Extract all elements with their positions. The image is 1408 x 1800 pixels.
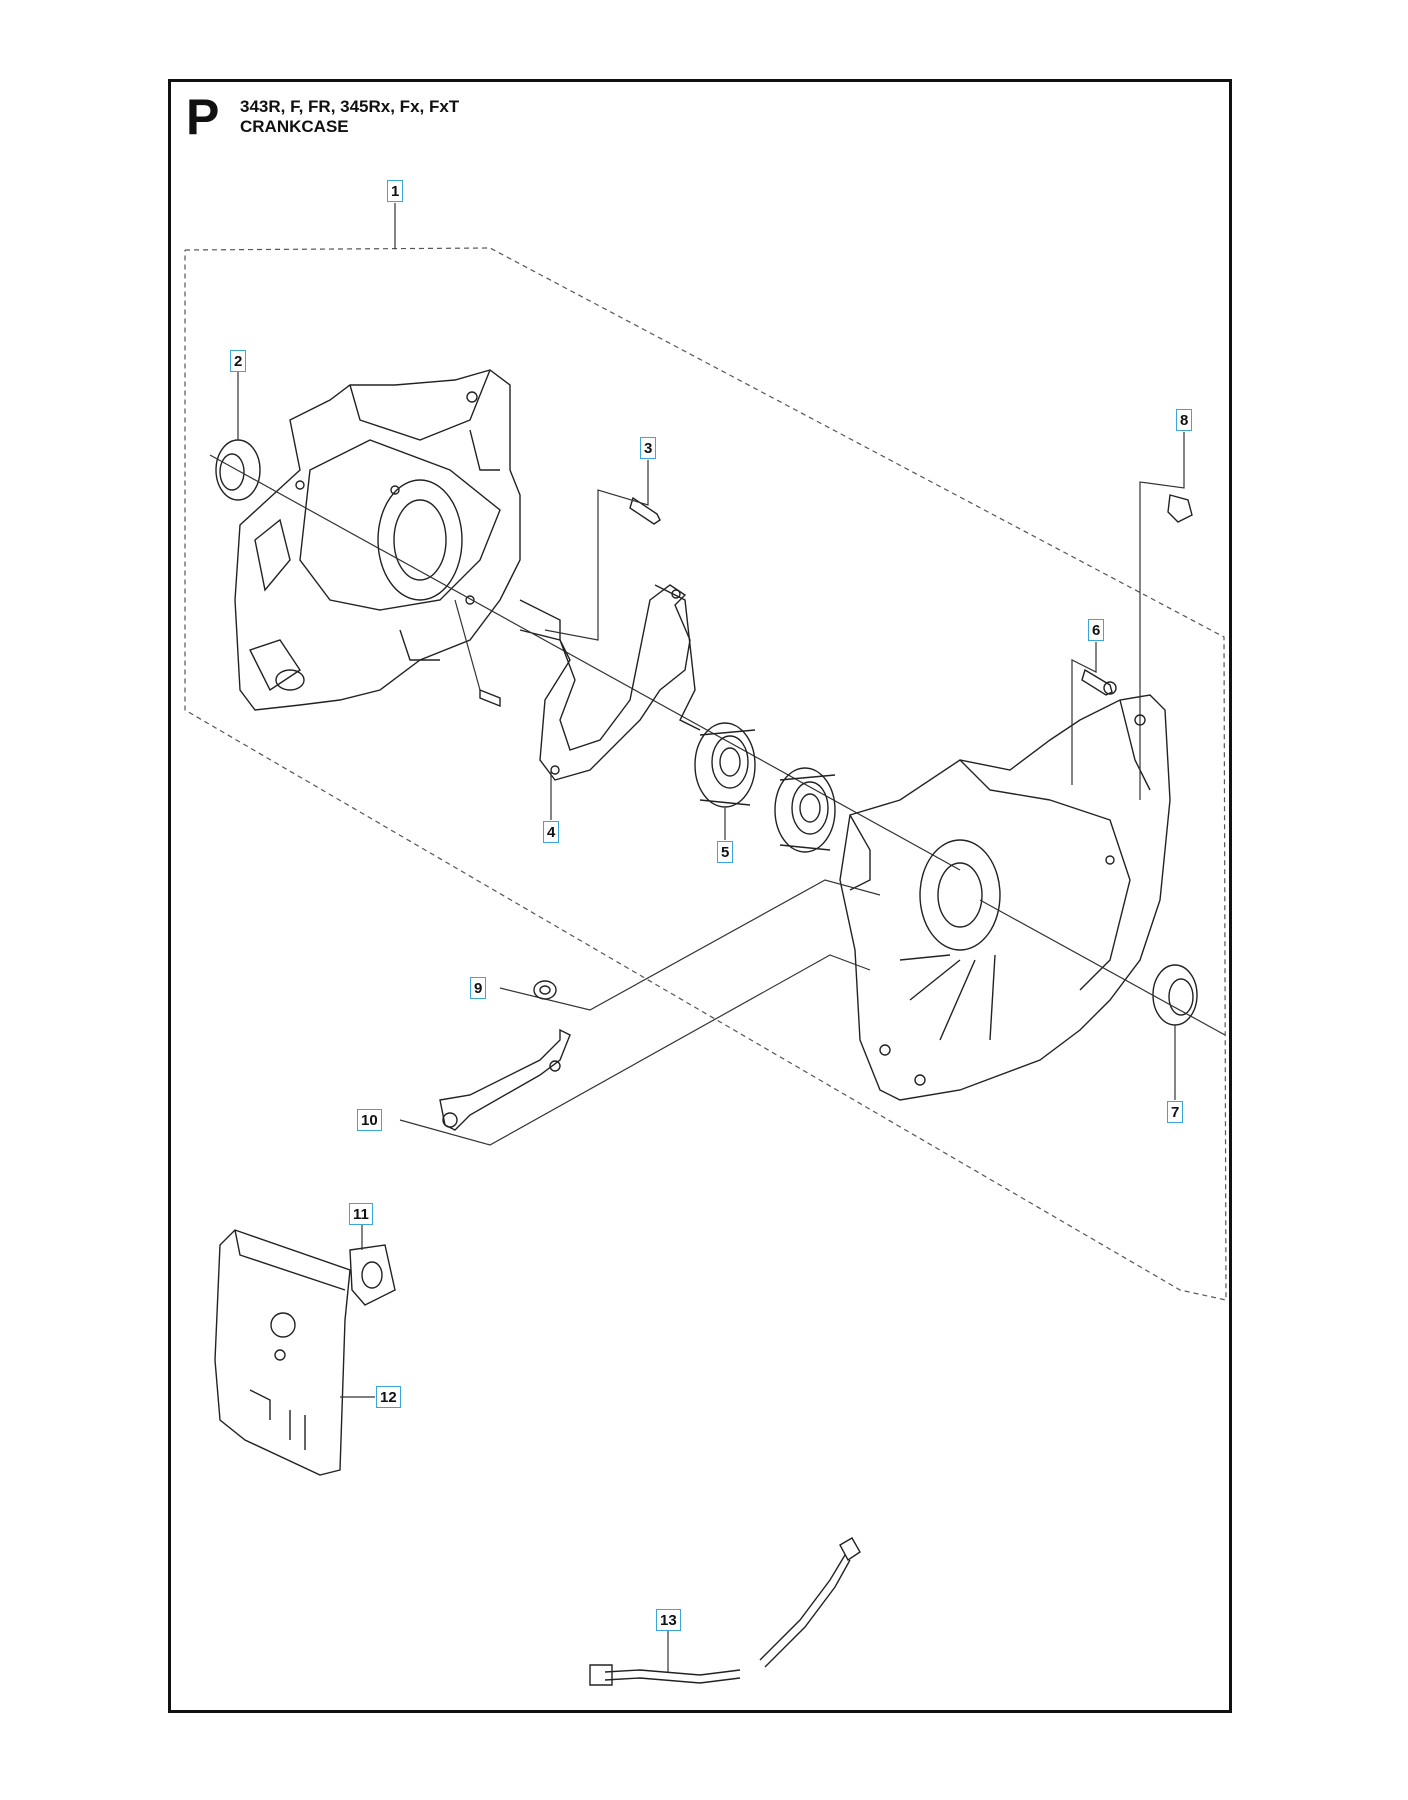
header: 343R, F, FR, 345Rx, Fx, FxT CRANKCASE [240,97,459,137]
callout-2[interactable]: 2 [230,350,247,372]
screw-6 [1081,668,1117,696]
nut-9 [533,980,557,1000]
dowel-pins-3 [479,496,661,708]
callout-7[interactable]: 7 [1167,1101,1184,1123]
leader-9-line [499,879,881,1011]
callout-13[interactable]: 13 [656,1609,681,1631]
section-letter: P [186,89,220,145]
callout-5[interactable]: 5 [717,841,734,863]
left-crankcase-half [234,369,561,711]
callout-8[interactable]: 8 [1176,409,1193,431]
callout-4[interactable]: 4 [543,821,560,843]
callout-6[interactable]: 6 [1088,619,1105,641]
callout-1[interactable]: 1 [387,180,404,202]
leader-10-line [399,954,871,1146]
wire-13 [589,1537,861,1686]
callout-10[interactable]: 10 [357,1109,382,1131]
plate-12 [214,1229,351,1476]
callout-3[interactable]: 3 [640,437,657,459]
callout-11[interactable]: 11 [349,1203,373,1225]
gasket-11 [349,1244,396,1306]
axis-left [209,454,961,871]
diagram-frame [168,79,1232,1713]
assembly-boundary [184,247,1227,1301]
leader-3 [544,460,649,641]
model-list: 343R, F, FR, 345Rx, Fx, FxT [240,97,460,116]
axis-right [979,899,1226,1036]
leader-8 [1139,432,1185,800]
callout-12[interactable]: 12 [376,1386,401,1408]
right-crankcase-half [839,694,1171,1101]
callout-9[interactable]: 9 [470,977,487,999]
bearings-5 [694,722,836,853]
bracket-10 [439,1028,571,1131]
plug-8 [1167,494,1193,523]
page-title: CRANKCASE [240,117,349,136]
leader-6 [1071,642,1097,785]
